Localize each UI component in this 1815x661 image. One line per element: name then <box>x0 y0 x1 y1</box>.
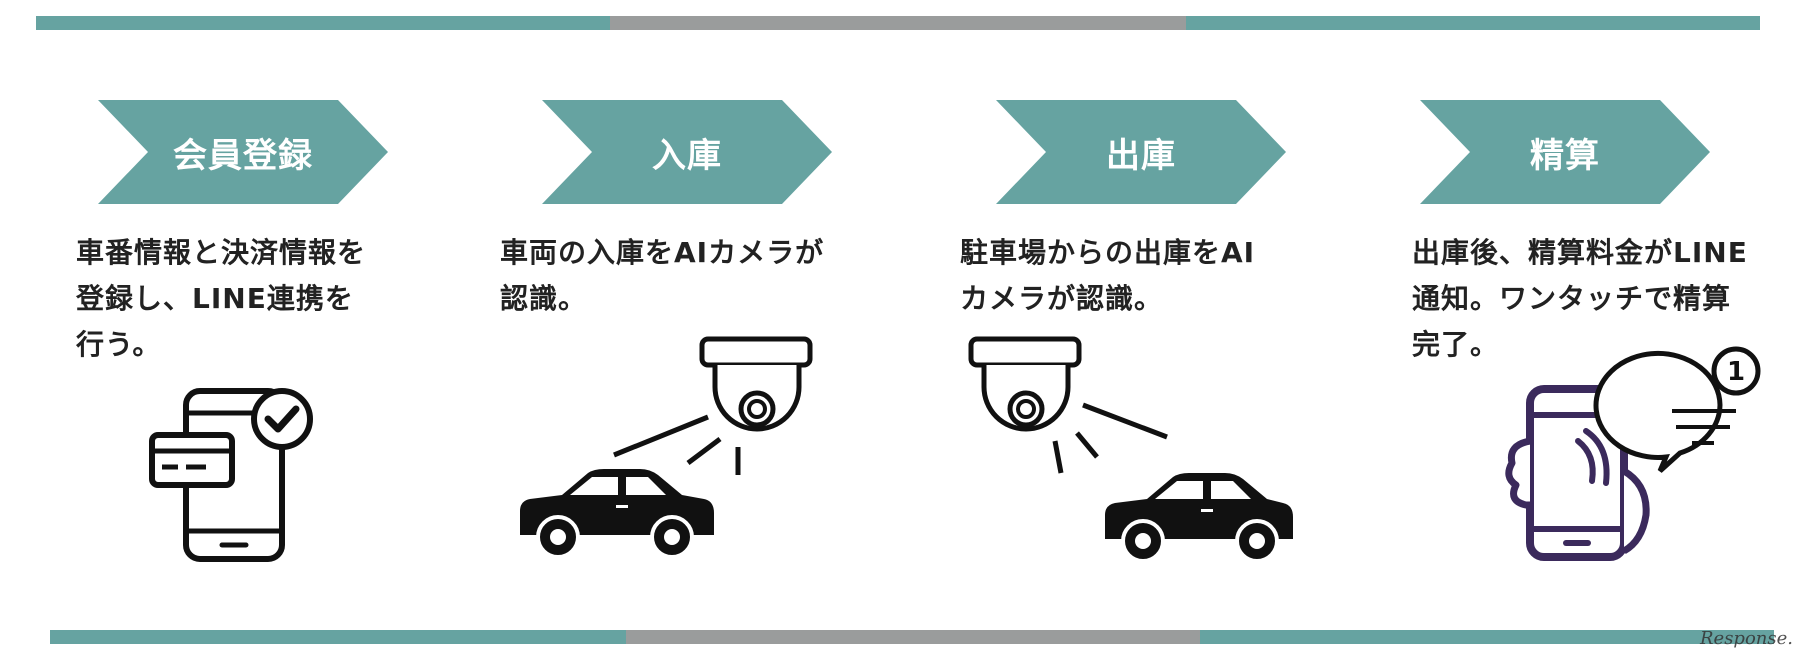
phone-card-check-icon <box>148 385 318 569</box>
chevron-step-1: 会員登録 <box>98 100 388 204</box>
step-1-label: 会員登録 <box>173 135 313 176</box>
step-4-description: 出庫後、精算料金がLINE 通知。ワンタッチで精算 完了。 <box>1412 236 1748 361</box>
top-bar <box>36 16 1760 30</box>
camera-car-exit-icon <box>965 335 1295 579</box>
bottom-bar <box>50 630 1774 644</box>
notification-badge-count: 1 <box>1727 357 1745 387</box>
watermark: Response. <box>1699 628 1793 649</box>
step-1-description: 車番情報と決済情報を 登録し、LINE連携を 行う。 <box>76 236 367 361</box>
camera-car-enter-icon <box>512 335 822 579</box>
chevron-step-4: 精算 <box>1420 100 1710 204</box>
chevron-step-3: 出庫 <box>996 100 1286 204</box>
chevron-step-2: 入庫 <box>542 100 832 204</box>
phone-notification-icon: 1 <box>1500 345 1770 569</box>
step-3-description: 駐車場からの出庫をAI カメラが認識。 <box>960 236 1256 315</box>
step-2-description: 車両の入庫をAIカメラが 認識。 <box>500 236 825 315</box>
step-3-label: 出庫 <box>1106 135 1176 176</box>
step-2-label: 入庫 <box>652 135 722 176</box>
step-4-label: 精算 <box>1530 135 1600 176</box>
